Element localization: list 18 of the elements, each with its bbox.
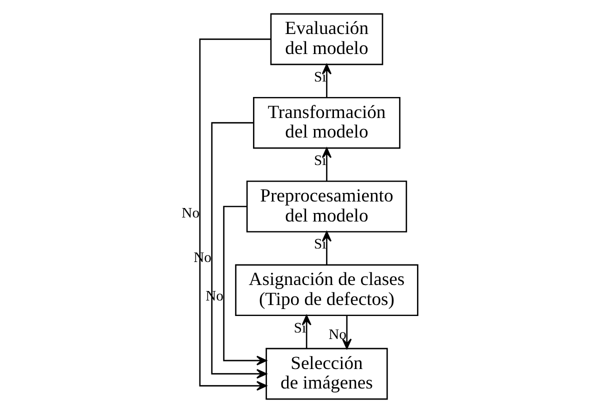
arrow	[210, 122, 266, 379]
arrow	[222, 206, 266, 366]
node-box: Preprocesamiento del modelo	[246, 180, 407, 232]
arrow	[342, 316, 352, 350]
node-box: Transformación del modelo	[252, 96, 400, 149]
edge-label: No	[181, 205, 200, 222]
node-box: Selección de imágenes	[265, 348, 388, 400]
arrow	[321, 64, 332, 98]
edge-label: No	[328, 327, 346, 344]
edge-label: Si	[293, 320, 306, 336]
arrow	[198, 38, 270, 391]
arrow	[321, 148, 332, 181]
edge-label: Si	[313, 152, 326, 169]
edge-label: Si	[313, 236, 326, 253]
node-box: Evaluación del modelo	[270, 13, 383, 66]
arrow	[321, 231, 332, 265]
node-box: Asignación de clases (Tipo de defectos)	[234, 264, 418, 316]
edge-label: Si	[313, 69, 326, 86]
